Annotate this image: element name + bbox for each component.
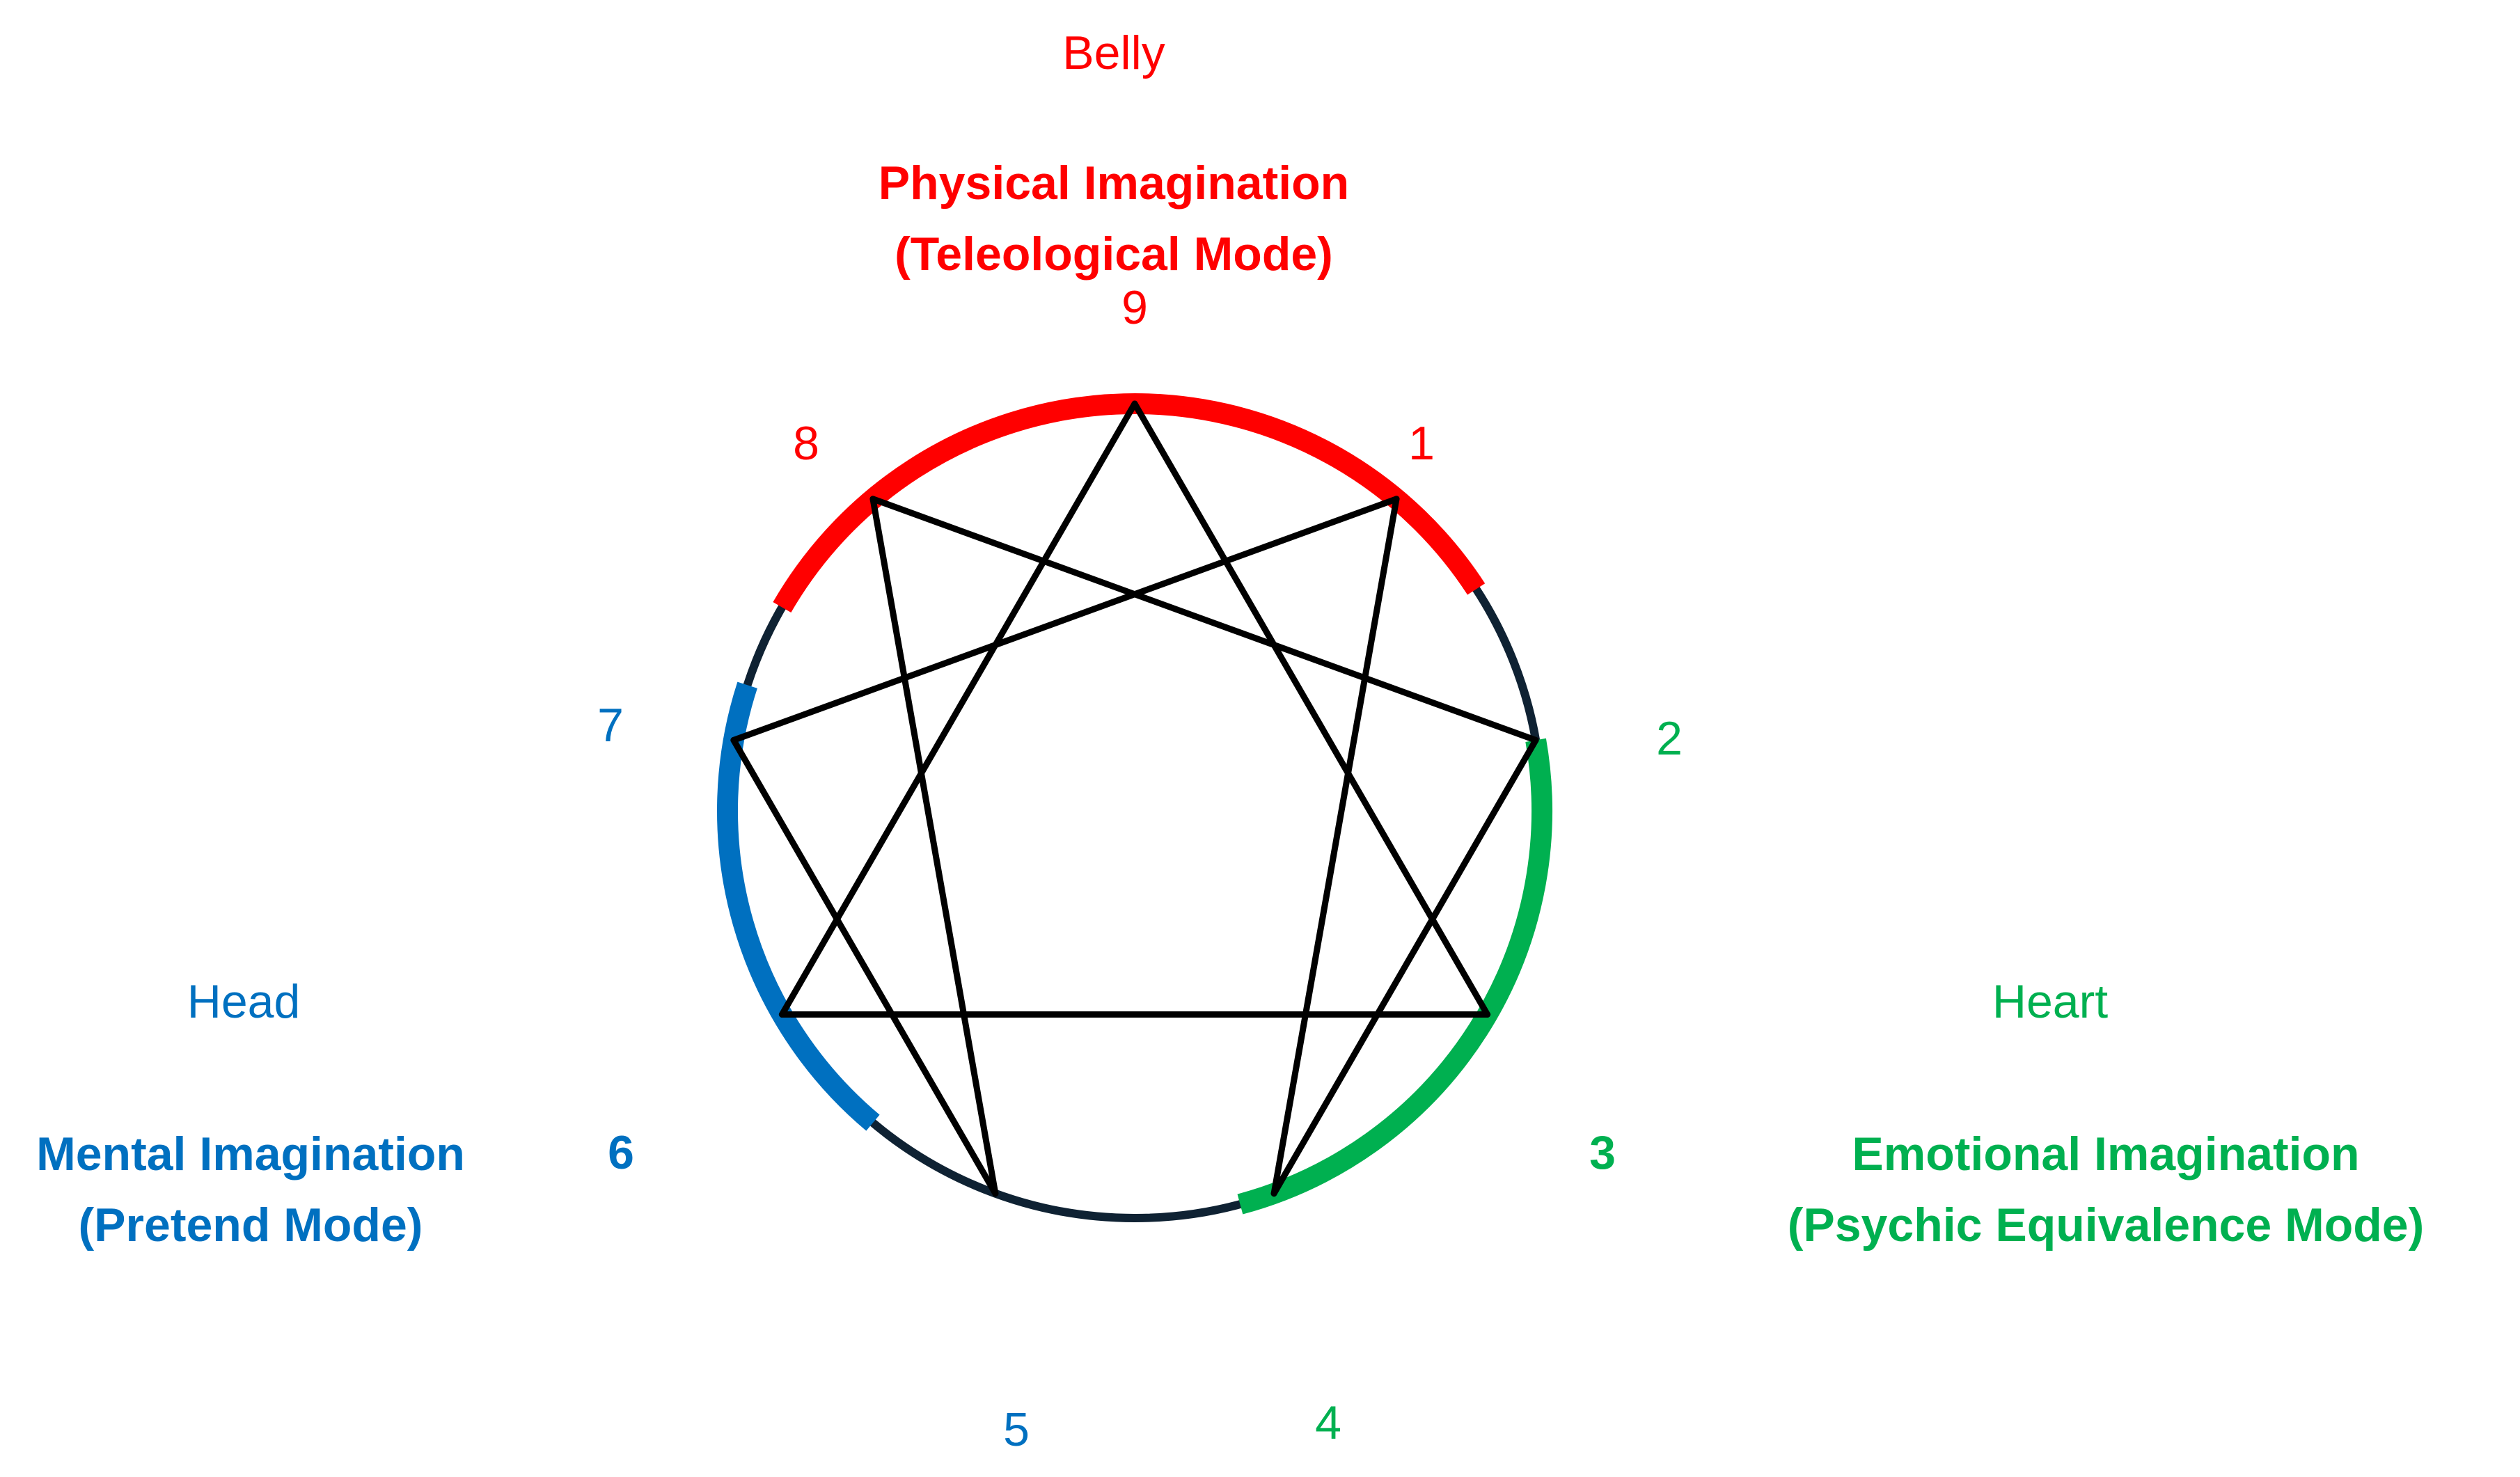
heart-arc xyxy=(1237,738,1552,1215)
belly-mode-line2: (Teleological Mode) xyxy=(895,228,1333,281)
head-center-label: Head xyxy=(187,975,301,1028)
heart-mode-title: Emotional Imagination (Psychic Equivalen… xyxy=(1788,1119,2425,1261)
point-label-8: 8 xyxy=(793,417,819,470)
hexad-line-1-4 xyxy=(1270,496,1400,1197)
hexad-line-4-2 xyxy=(1270,736,1539,1197)
heart-center-label: Heart xyxy=(1992,975,2109,1028)
triangle-line-9-3 xyxy=(1131,400,1491,1018)
point-label-9: 9 xyxy=(1121,281,1148,334)
hexad-line-8-5 xyxy=(869,496,999,1197)
point-label-4: 4 xyxy=(1315,1396,1341,1449)
point-label-2: 2 xyxy=(1656,712,1683,765)
triangle-line-6-9 xyxy=(778,400,1138,1018)
hexad-line-7-1 xyxy=(730,496,1400,743)
belly-mode-line1: Physical Imagination xyxy=(878,157,1350,210)
point-label-5: 5 xyxy=(1003,1403,1030,1456)
head-mode-line1: Mental Imagination xyxy=(36,1128,465,1180)
heart-mode-line1: Emotional Imagination xyxy=(1852,1128,2360,1180)
head-arc xyxy=(717,681,880,1131)
hexad-line-2-8 xyxy=(869,496,1539,743)
head-mode-line2: (Pretend Mode) xyxy=(78,1199,423,1251)
hexad-line-5-7 xyxy=(730,736,999,1197)
head-mode-title: Mental Imagination (Pretend Mode) xyxy=(36,1119,465,1261)
point-label-7: 7 xyxy=(597,699,624,752)
point-label-3: 3 xyxy=(1589,1126,1616,1179)
point-label-1: 1 xyxy=(1408,417,1435,470)
belly-mode-title: Physical Imagination (Teleological Mode) xyxy=(879,148,1349,290)
point-label-6: 6 xyxy=(608,1126,634,1179)
heart-mode-line2: (Psychic Equivalence Mode) xyxy=(1787,1199,2425,1251)
belly-arc xyxy=(773,393,1486,613)
belly-center-label: Belly xyxy=(1062,26,1165,79)
